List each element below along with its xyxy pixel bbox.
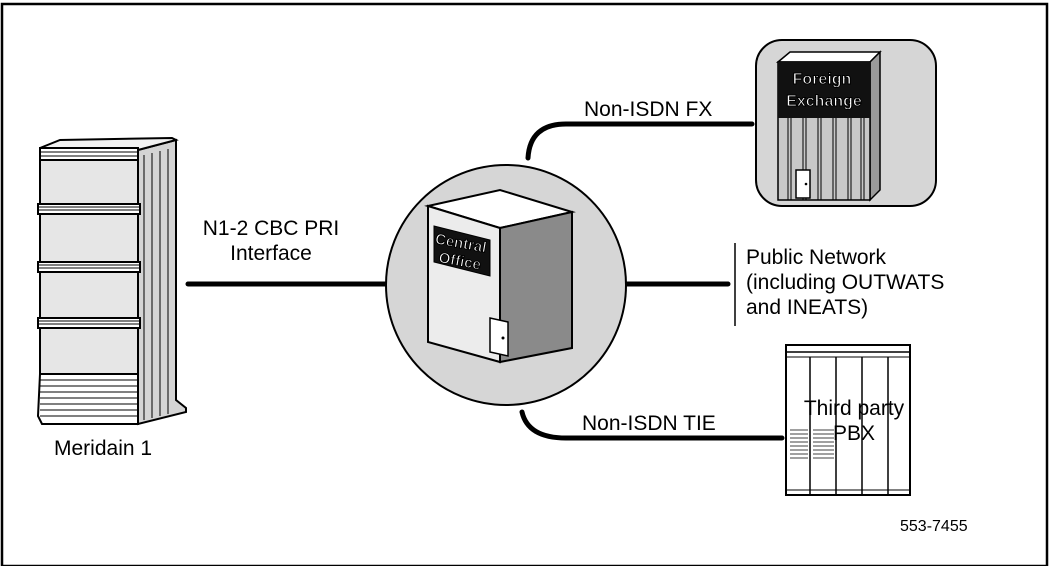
pbx-label-line2: PBX [832, 422, 876, 445]
connection-lines [185, 121, 785, 441]
public-network-line2: (including OUTWATS [746, 271, 945, 294]
meridian-cabinet [36, 136, 187, 426]
public-network-line1: Public Network [746, 246, 887, 269]
foreign-exchange: Foreign Exchange [755, 39, 937, 207]
fx-sign-line1: Foreign [793, 71, 852, 88]
pri-interface-line2: Interface [230, 242, 312, 265]
public-network-label: Public Network (including OUTWATS and IN… [746, 245, 944, 320]
fx-sign-line2: Exchange [786, 93, 862, 110]
tie-link-line [519, 409, 785, 441]
central-office: Central Office [385, 164, 627, 406]
door-icon [489, 317, 509, 357]
fx-link-label: Non-ISDN FX [584, 98, 713, 121]
pbx-label: Third party PBX [790, 396, 918, 446]
figure-id: 553-7455 [900, 518, 968, 535]
pri-interface-line1: N1-2 CBC PRI [202, 217, 340, 240]
meridian-label: Meridain 1 [54, 437, 153, 460]
public-network-line3: and INEATS) [746, 296, 869, 319]
tie-link-label: Non-ISDN TIE [582, 412, 716, 435]
third-party-pbx [785, 344, 911, 496]
pbx-label-line1: Third party [803, 397, 905, 420]
fx-door-icon [795, 169, 811, 199]
pri-interface-label: N1-2 CBC PRI Interface [186, 216, 356, 266]
fx-link-line [525, 121, 755, 161]
